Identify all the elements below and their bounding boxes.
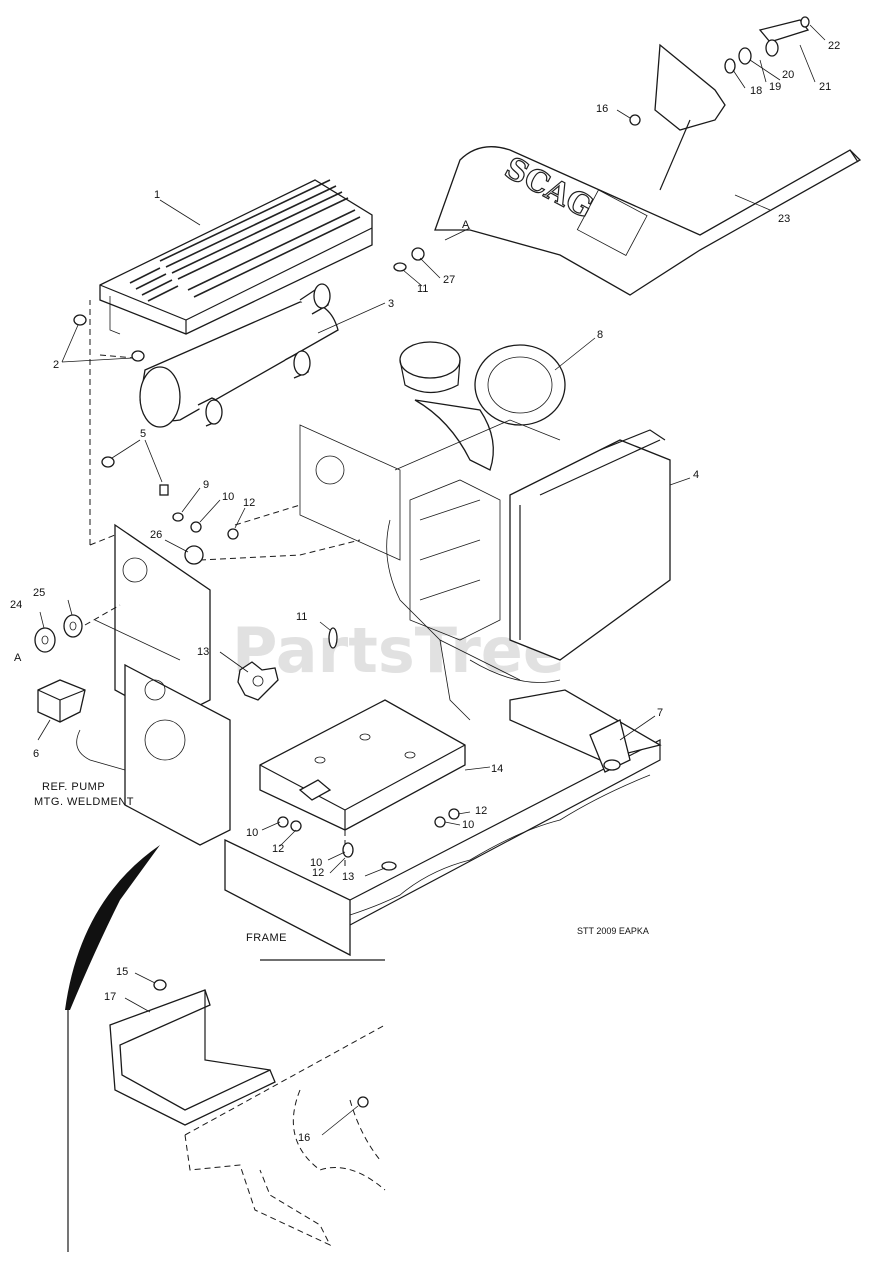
callout-10-tray-left: 10 — [246, 827, 258, 839]
callout-1: 1 — [154, 189, 160, 201]
frame-outline-lower — [184, 1024, 386, 1247]
muffler — [139, 283, 339, 428]
pump-mount-weldment — [76, 523, 231, 846]
callout-17: 17 — [104, 991, 116, 1003]
callout-24: 24 — [10, 599, 22, 611]
hardware-items — [73, 114, 641, 1108]
callout-12-upper: 12 — [243, 497, 255, 509]
frame-label: FRAME — [246, 932, 287, 944]
drawing-code: STT 2009 EAPKA — [577, 926, 649, 936]
cable-clamp — [589, 719, 631, 773]
reference-a-washer: A — [14, 652, 22, 664]
callout-13-knob: 13 — [197, 646, 209, 658]
pump-ref-note-line2: MTG. WELDMENT — [34, 796, 134, 808]
callout-25: 25 — [33, 587, 45, 599]
engine-cover: SCAG — [434, 146, 862, 296]
bumper-block — [37, 679, 86, 723]
callout-27: 27 — [443, 274, 455, 286]
callout-15: 15 — [116, 966, 128, 978]
callout-12-tray-right: 12 — [475, 805, 487, 817]
support-bracket — [654, 16, 810, 191]
callout-10-tray-center: 10 — [310, 857, 322, 869]
pump-ref-note-line1: REF. PUMP — [42, 781, 105, 793]
callout-12-tray-center: 12 — [312, 867, 324, 879]
callout-9: 9 — [203, 479, 209, 491]
callout-14: 14 — [491, 763, 503, 775]
muffler-guard — [99, 179, 373, 335]
callout-23: 23 — [778, 213, 790, 225]
view-arrow — [65, 845, 160, 1010]
callout-8: 8 — [597, 329, 603, 341]
callout-4: 4 — [693, 469, 699, 481]
callout-11-bolt: 11 — [296, 611, 307, 623]
callout-11-cover: 11 — [417, 283, 428, 295]
assembly-line-f — [199, 539, 361, 561]
battery-tray — [259, 699, 466, 831]
frame-cutout-outline — [292, 1089, 386, 1191]
star-knob — [237, 661, 279, 701]
callout-26: 26 — [150, 529, 162, 541]
assembly-line-c — [99, 354, 136, 359]
callout-3: 3 — [388, 298, 394, 310]
assembly-line-d — [234, 504, 301, 526]
spacer-washers — [34, 614, 83, 653]
callout-19: 19 — [769, 81, 781, 93]
callout-6: 6 — [33, 748, 39, 760]
assembly-line-b — [89, 534, 116, 546]
callout-12-tray-left: 12 — [272, 843, 284, 855]
callout-16-bottom: 16 — [298, 1132, 310, 1144]
callout-10-upper: 10 — [222, 491, 234, 503]
leader-lines — [37, 24, 826, 1136]
callout-16-top: 16 — [596, 103, 608, 115]
callout-10-tray-right: 10 — [462, 819, 474, 831]
engine-assembly — [299, 341, 671, 721]
heat-shield — [109, 989, 276, 1126]
callout-labels: 1 2 3 4 5 6 7 8 9 10 10 10 10 11 11 12 1… — [10, 40, 840, 1144]
callout-20: 20 — [782, 69, 794, 81]
callout-13-bolt: 13 — [342, 871, 354, 883]
callout-18: 18 — [750, 85, 762, 97]
callout-2: 2 — [53, 359, 59, 371]
callout-7: 7 — [657, 707, 663, 719]
callout-21: 21 — [819, 81, 831, 93]
callout-5: 5 — [140, 428, 146, 440]
callout-22: 22 — [828, 40, 840, 52]
reference-a-cover: A — [462, 219, 470, 231]
frame-cutout-edge — [349, 1099, 381, 1161]
assembly-line-e — [84, 604, 121, 626]
